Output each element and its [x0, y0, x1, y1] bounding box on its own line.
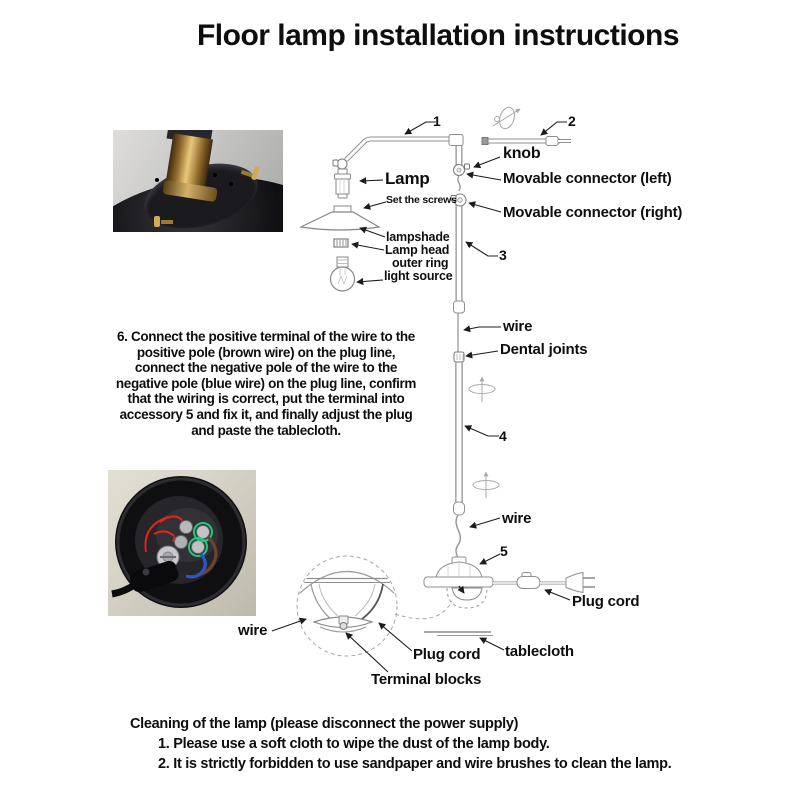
plug-cord	[493, 571, 595, 594]
label-lampshade: lampshade	[386, 230, 450, 244]
red-arrow-curve	[153, 530, 175, 537]
label-lamp-head: Lamp head	[385, 243, 450, 257]
green-ring	[193, 522, 213, 542]
rotation-icon	[472, 471, 500, 498]
label-part-1: 1	[433, 113, 441, 129]
label-movable-connector-left: Movable connector (left)	[503, 170, 672, 187]
label-tablecloth: tablecloth	[505, 643, 574, 660]
page-title: Floor lamp installation instructions	[196, 19, 680, 52]
tablecloth-line	[424, 631, 493, 636]
label-terminal-blocks: Terminal blocks	[371, 671, 482, 688]
terminal-wiring-photo	[108, 470, 256, 616]
outer-ring-shape	[333, 238, 349, 248]
lamp-base	[423, 556, 494, 609]
light-bulb-shape	[329, 256, 356, 292]
label-lamp: Lamp	[385, 169, 430, 188]
label-part-4: 4	[499, 428, 507, 444]
flange-hole	[155, 178, 159, 182]
label-part-5: 5	[500, 543, 508, 559]
pole-t-cap	[448, 134, 464, 146]
flange-hole	[229, 182, 233, 186]
photo-thumbscrew	[161, 220, 173, 224]
terminal-screw	[174, 535, 188, 549]
cord-clamp	[129, 560, 179, 593]
rotation-icon	[492, 106, 521, 130]
label-outer-ring: outer ring	[392, 256, 449, 270]
lamp-arm-1	[344, 136, 450, 162]
plug	[565, 571, 584, 594]
movable-connector-right	[450, 193, 467, 207]
label-knob: knob	[503, 145, 541, 162]
movable-connector-left	[453, 163, 470, 176]
label-wire-lower: wire	[502, 510, 532, 527]
label-wire-upper: wire	[503, 318, 533, 335]
label-plug-cord-left: Plug cord	[413, 646, 481, 663]
terminal-screw	[179, 520, 193, 534]
pole3-end-cap	[453, 300, 465, 314]
photo-thumbscrew	[154, 216, 160, 227]
dental-joint	[453, 351, 465, 363]
label-plug-cord-right: Plug cord	[572, 593, 640, 610]
label-dental-joints: Dental joints	[500, 341, 588, 358]
lamp-socket	[334, 168, 351, 199]
label-light-source: light source	[384, 269, 453, 283]
lampshade-shape	[299, 211, 381, 231]
green-ring	[188, 537, 208, 557]
rotation-icon	[468, 376, 496, 402]
cleaning-heading: Cleaning of the lamp (please disconnect …	[130, 716, 519, 732]
label-set-screws: Set the screws	[386, 194, 457, 206]
detail-link-curve	[394, 600, 453, 620]
lamp-head-photo	[113, 130, 283, 232]
step6-instructions: 6. Connect the positive terminal of the …	[115, 329, 417, 438]
lamp-arm-2	[481, 136, 571, 146]
label-movable-connector-right: Movable connector (right)	[503, 204, 683, 221]
lamp-joint	[332, 158, 348, 170]
connector-wire	[457, 175, 461, 192]
detail-circle	[296, 555, 398, 657]
leader-lines	[271, 121, 571, 673]
flange-hole	[213, 173, 217, 177]
power-cord	[111, 581, 138, 598]
detail-circle-content	[298, 570, 396, 633]
base-wire	[455, 514, 462, 563]
cleaning-instructions: Cleaning of the lamp (please disconnect …	[130, 714, 750, 774]
label-part-3: 3	[499, 247, 507, 263]
brown-wire	[196, 535, 218, 577]
blue-wire	[185, 553, 207, 579]
cleaning-item-1: 1. Please use a soft cloth to wipe the d…	[158, 736, 550, 752]
cleaning-item-2: 2. It is strictly forbidden to use sandp…	[158, 756, 672, 772]
clamp-screw	[142, 568, 150, 576]
red-arrow-curve	[159, 515, 183, 523]
housing-rim	[116, 477, 246, 607]
label-part-2: 2	[568, 113, 576, 129]
pole4-end-cap	[453, 501, 465, 516]
label-wire-bottom: wire	[238, 622, 268, 639]
